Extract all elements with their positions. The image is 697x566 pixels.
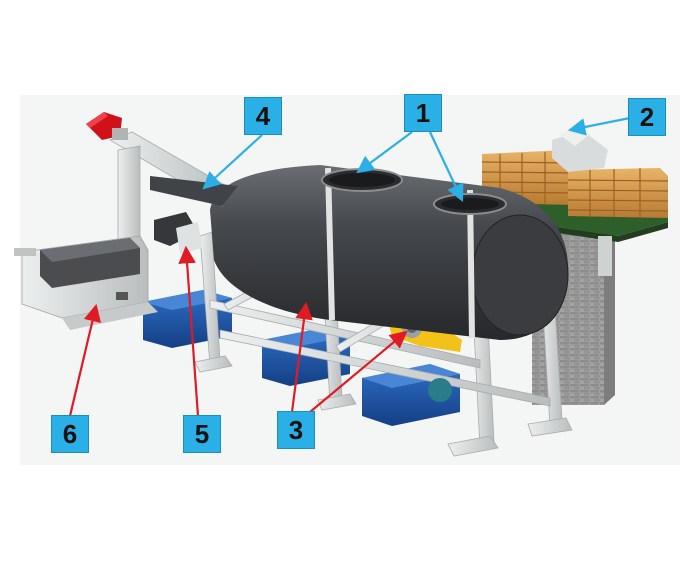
callout-5-label: 5 bbox=[195, 421, 209, 447]
callout-6-label: 6 bbox=[63, 421, 77, 447]
callout-1-label: 1 bbox=[416, 100, 430, 126]
callout-4-label: 4 bbox=[256, 103, 270, 129]
callout-5: 5 bbox=[183, 415, 221, 453]
callout-6: 6 bbox=[51, 415, 89, 453]
callout-2: 2 bbox=[628, 98, 666, 136]
callout-2-label: 2 bbox=[640, 104, 654, 130]
callout-4: 4 bbox=[244, 97, 282, 135]
callout-3-label: 3 bbox=[289, 417, 303, 443]
callout-3: 3 bbox=[277, 411, 315, 449]
wood-pallet-right bbox=[568, 168, 668, 218]
callout-1: 1 bbox=[404, 94, 442, 132]
